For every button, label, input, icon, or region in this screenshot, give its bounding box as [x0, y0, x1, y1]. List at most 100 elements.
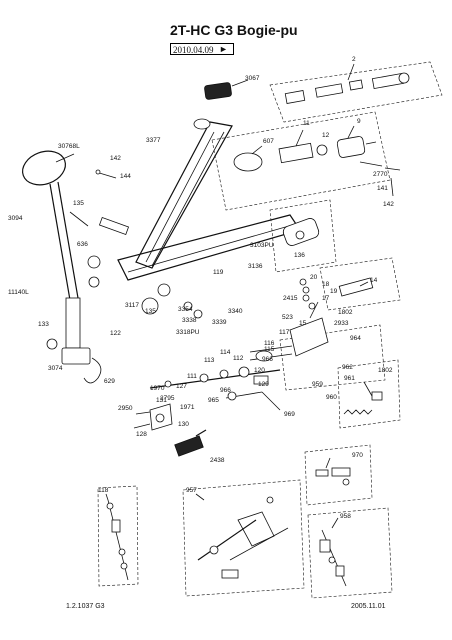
wheel-parts	[141, 283, 203, 319]
spring-1802	[343, 391, 383, 415]
group-outline-970	[304, 444, 373, 506]
group-outline-11	[211, 111, 391, 211]
part-label: 18	[322, 281, 330, 288]
part-label: 3354	[178, 306, 193, 313]
part-label: 523	[282, 314, 293, 321]
part-label: 120	[254, 367, 265, 374]
part-label: 133	[38, 321, 49, 328]
part-label: 2795	[160, 395, 175, 402]
part-label: 113	[204, 357, 215, 364]
part-label: 9	[357, 118, 361, 125]
part-label: 141	[377, 185, 388, 192]
part-label: 966	[262, 356, 273, 363]
part-label: 970	[352, 452, 363, 459]
part-label: 131	[156, 397, 167, 404]
part-label: 957	[186, 487, 197, 494]
part-label: 116	[264, 340, 275, 347]
part-label: 12	[322, 132, 330, 139]
part-label: 964	[350, 335, 361, 342]
handle-small-parts	[69, 169, 130, 288]
part-label: 962	[342, 364, 353, 371]
parts-958	[319, 529, 347, 587]
part-label: 2933	[334, 320, 349, 327]
footer-date: 2005.11.01	[351, 603, 386, 610]
footer-doc-number: 1.2.1037 G3	[66, 603, 105, 610]
part-label: 3067	[245, 75, 260, 82]
part-label: 2	[352, 56, 356, 63]
leader-lines	[55, 63, 373, 529]
parts-118	[106, 499, 129, 581]
part-label: 961	[344, 375, 355, 382]
group-outline-14	[319, 257, 401, 311]
part-label: 3094	[8, 215, 23, 222]
group-outline-957	[182, 479, 305, 597]
part-label: 1802	[378, 367, 393, 374]
part-label: 3340	[228, 308, 243, 315]
plate-3103pu	[282, 218, 320, 246]
part-label: 17	[322, 295, 330, 302]
group-outline-2	[269, 61, 443, 123]
part-label: 15	[299, 320, 307, 327]
part-label: 130	[178, 421, 189, 428]
part-label: 122	[110, 330, 121, 337]
part-label: 14	[370, 277, 378, 284]
part-label: 135	[145, 308, 156, 315]
part-label: 112	[233, 355, 244, 362]
pedal-linkage	[149, 366, 281, 411]
valve-block-964	[249, 301, 329, 362]
pump-parts	[299, 277, 374, 310]
part-label: 19	[330, 288, 338, 295]
seal-kit-parts	[284, 72, 410, 104]
group-outline-964	[279, 324, 386, 391]
part-label: 3318PU	[176, 329, 200, 336]
part-label: 20	[310, 274, 318, 281]
revision-date-box: 2010.04.09	[170, 43, 234, 55]
part-label: 969	[284, 411, 295, 418]
handle-assembly	[22, 150, 102, 384]
group-outline-1802	[337, 359, 401, 429]
part-label: 958	[340, 513, 351, 520]
part-label: 117	[279, 329, 290, 336]
group-outline-118	[97, 485, 139, 587]
part-label: 118	[98, 487, 109, 494]
part-label: 966	[220, 387, 231, 394]
part-label: 11	[303, 120, 310, 127]
part-label: 11140L	[8, 289, 29, 296]
part-label: 136	[294, 252, 305, 259]
part-label: 607	[263, 138, 274, 145]
part-label: 115	[264, 346, 275, 353]
part-label: 114	[220, 349, 231, 356]
part-label: 111	[187, 373, 197, 380]
part-label: 2415	[283, 295, 298, 302]
part-label: 965	[208, 397, 219, 404]
parts-957	[197, 496, 289, 579]
part-labels: 2 3067 3377 607 11 12 9 30768L 142 144 2…	[8, 56, 394, 520]
part-label: 119	[213, 269, 224, 276]
part-label: 128	[136, 431, 147, 438]
pedal-pad-3067	[204, 79, 249, 100]
part-label: 3117	[125, 302, 139, 309]
part-label: 2950	[118, 405, 133, 412]
part-label: 1971	[180, 404, 195, 411]
part-label: 1802	[338, 309, 353, 316]
part-label: 1970	[150, 385, 165, 392]
part-label: 30768L	[58, 143, 80, 150]
part-label: 960	[326, 394, 337, 401]
part-label: 142	[110, 155, 121, 162]
parts-970	[315, 467, 351, 486]
group-outline-958	[307, 507, 393, 599]
part-label: 142	[383, 201, 394, 208]
part-label: 127	[176, 383, 187, 390]
part-label: 3377	[146, 137, 161, 144]
pedal-arm-and-pad	[133, 403, 207, 457]
part-label: 129	[258, 381, 269, 388]
group-outline-3103	[269, 199, 337, 273]
part-label: 144	[120, 173, 131, 180]
part-label: 2438	[210, 457, 225, 464]
part-label: 3339	[212, 319, 227, 326]
part-label: 3338	[182, 317, 197, 324]
part-label: 2770	[373, 171, 388, 178]
hydraulic-unit-parts	[233, 136, 401, 197]
part-label: 636	[77, 241, 88, 248]
